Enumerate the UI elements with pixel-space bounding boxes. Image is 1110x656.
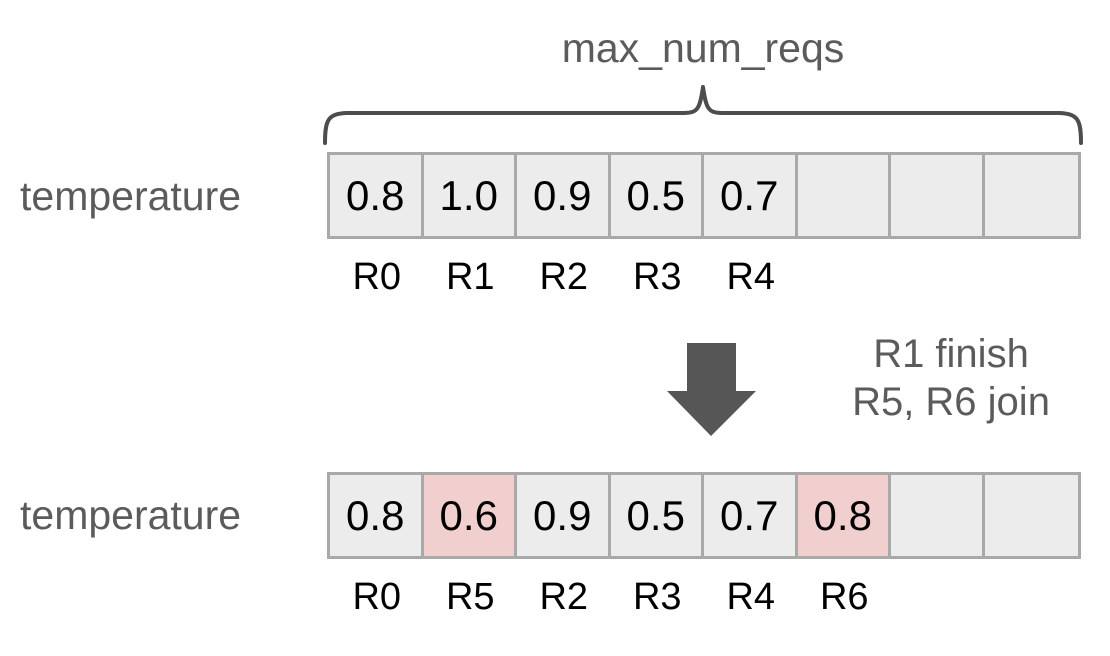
slot-cell-empty — [984, 155, 1078, 236]
slot-cell: 0.9 — [517, 155, 611, 236]
slot-cell-empty — [891, 475, 985, 556]
slot-cell-empty — [984, 475, 1078, 556]
request-id-label: R2 — [539, 256, 589, 298]
slot-cell: 0.5 — [610, 475, 704, 556]
request-id-blank — [891, 258, 985, 296]
request-id-label: R0 — [352, 576, 402, 618]
request-id-row-before: R0 R1 R2 R3 R4 — [330, 258, 1078, 296]
slot-cell: 0.7 — [704, 155, 798, 236]
row-label-temperature-before: temperature — [20, 173, 242, 219]
request-id-blank — [985, 258, 1079, 296]
request-id-label: R4 — [726, 256, 776, 298]
request-id-blank — [798, 258, 892, 296]
slot-cell: 0.5 — [610, 155, 704, 236]
slot-cell: 0.9 — [517, 475, 611, 556]
slot-cell: 0.7 — [704, 475, 798, 556]
request-id-blank — [891, 578, 985, 616]
transition-note: R1 finish R5, R6 join — [806, 330, 1096, 426]
slot-cell: 0.8 — [330, 475, 424, 556]
transition-note-line-1: R1 finish — [873, 332, 1029, 376]
slot-cell: 0.6 — [423, 475, 517, 556]
slot-cell: 1.0 — [423, 155, 517, 236]
request-id-label: R3 — [632, 576, 682, 618]
request-id-label: R0 — [352, 256, 402, 298]
slot-cell: 0.8 — [330, 155, 424, 236]
request-id-label: R2 — [539, 576, 589, 618]
slot-cell-empty — [797, 155, 891, 236]
row-label-temperature-after: temperature — [20, 492, 242, 538]
request-id-label: R5 — [445, 576, 495, 618]
request-id-label: R6 — [819, 576, 869, 618]
request-id-label: R1 — [445, 256, 495, 298]
request-id-label: R3 — [632, 256, 682, 298]
slot-cell-empty — [891, 155, 985, 236]
request-id-row-after: R0 R5 R2 R3 R4 R6 — [330, 578, 1078, 616]
transition-note-line-2: R5, R6 join — [852, 380, 1050, 424]
brace-caption-max-num-reqs: max_num_reqs — [561, 25, 845, 71]
request-id-label: R4 — [726, 576, 776, 618]
slot-cell: 0.8 — [797, 475, 891, 556]
request-id-blank — [985, 578, 1079, 616]
